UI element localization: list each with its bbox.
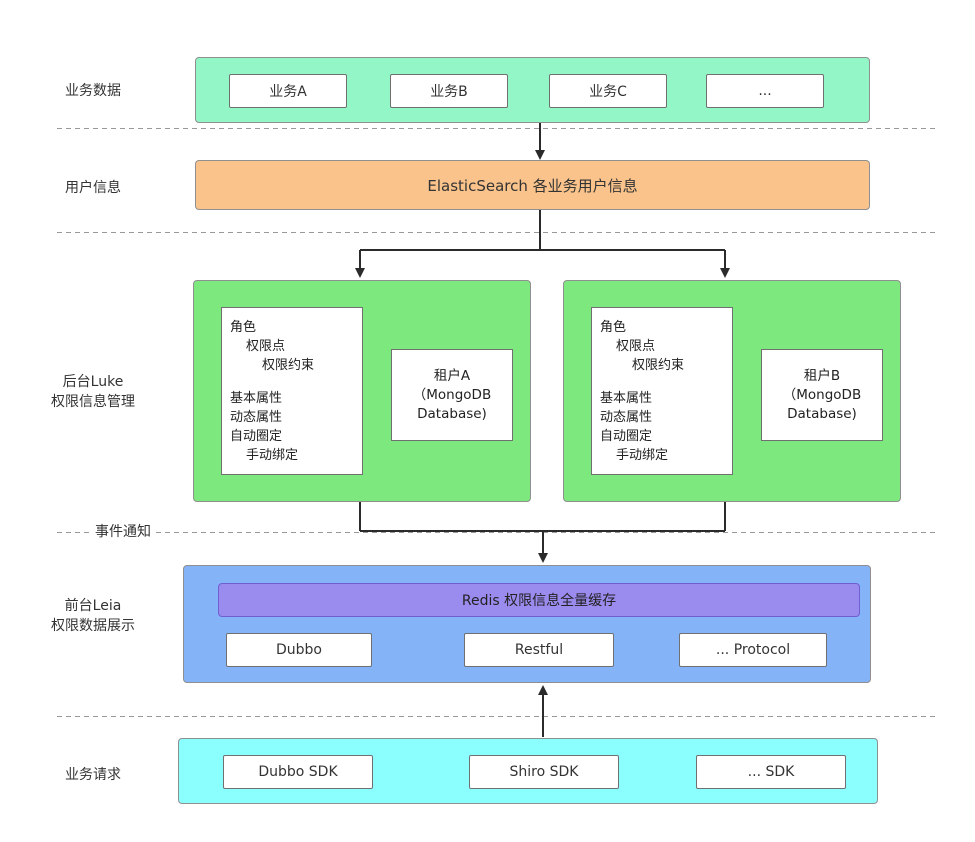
attr-permission-constraint: 权限约束 — [632, 358, 685, 373]
attr-auto-scope: 自动圈定 — [230, 429, 283, 444]
attr-spacer — [600, 375, 724, 389]
business-b-box: 业务B — [390, 74, 508, 108]
dubbo-protocol-box: Dubbo — [226, 633, 372, 667]
attr-permission-constraint: 权限约束 — [262, 358, 315, 373]
attr-basic: 基本属性 — [230, 391, 283, 406]
business-data-container: 业务A 业务B 业务C ... — [195, 57, 870, 123]
event-note-label: 事件通知 — [92, 523, 154, 541]
other-protocol-box: ... Protocol — [679, 633, 827, 667]
business-c-box: 业务C — [549, 74, 667, 108]
frontend-container: Redis 权限信息全量缓存 Dubbo Restful ... Protoco… — [183, 565, 871, 683]
restful-protocol-box: Restful — [464, 633, 614, 667]
shiro-sdk-box: Shiro SDK — [469, 755, 619, 789]
attr-role: 角色 — [600, 320, 627, 335]
other-sdk-box: ... SDK — [696, 755, 846, 789]
tenant-b-attributes-box: 角色 权限点 权限约束 基本属性 动态属性 自动圈定 手动绑定 — [591, 307, 733, 475]
business-more-box: ... — [706, 74, 824, 108]
attr-permission-point: 权限点 — [246, 339, 286, 354]
dubbo-sdk-box: Dubbo SDK — [223, 755, 373, 789]
label-backend-luke: 后台Luke 权限信息管理 — [51, 374, 135, 410]
attr-dynamic: 动态属性 — [230, 410, 283, 425]
attr-manual-bind: 手动绑定 — [616, 448, 669, 463]
attr-spacer — [230, 375, 354, 389]
business-a-box: 业务A — [229, 74, 347, 108]
elasticsearch-user-info-box: ElasticSearch 各业务用户信息 — [195, 160, 870, 210]
tenant-a-panel: 角色 权限点 权限约束 基本属性 动态属性 自动圈定 手动绑定 租户A （Mon… — [193, 280, 531, 502]
requests-container: Dubbo SDK Shiro SDK ... SDK — [178, 738, 878, 804]
label-frontend-leia: 前台Leia 权限数据展示 — [51, 598, 135, 634]
attr-manual-bind: 手动绑定 — [246, 448, 299, 463]
attr-basic: 基本属性 — [600, 391, 653, 406]
attr-auto-scope: 自动圈定 — [600, 429, 653, 444]
label-business-requests: 业务请求 — [65, 767, 121, 783]
label-business-data: 业务数据 — [65, 83, 121, 99]
label-user-info: 用户信息 — [65, 180, 121, 196]
tenant-b-mongodb-box: 租户B （MongoDB Database) — [761, 349, 883, 441]
tenant-a-attributes-box: 角色 权限点 权限约束 基本属性 动态属性 自动圈定 手动绑定 — [221, 307, 363, 475]
tenant-a-mongodb-box: 租户A （MongoDB Database) — [391, 349, 513, 441]
tenant-b-panel: 角色 权限点 权限约束 基本属性 动态属性 自动圈定 手动绑定 租户B （Mon… — [563, 280, 901, 502]
attr-permission-point: 权限点 — [616, 339, 656, 354]
attr-role: 角色 — [230, 320, 257, 335]
attr-dynamic: 动态属性 — [600, 410, 653, 425]
redis-cache-box: Redis 权限信息全量缓存 — [218, 583, 860, 617]
